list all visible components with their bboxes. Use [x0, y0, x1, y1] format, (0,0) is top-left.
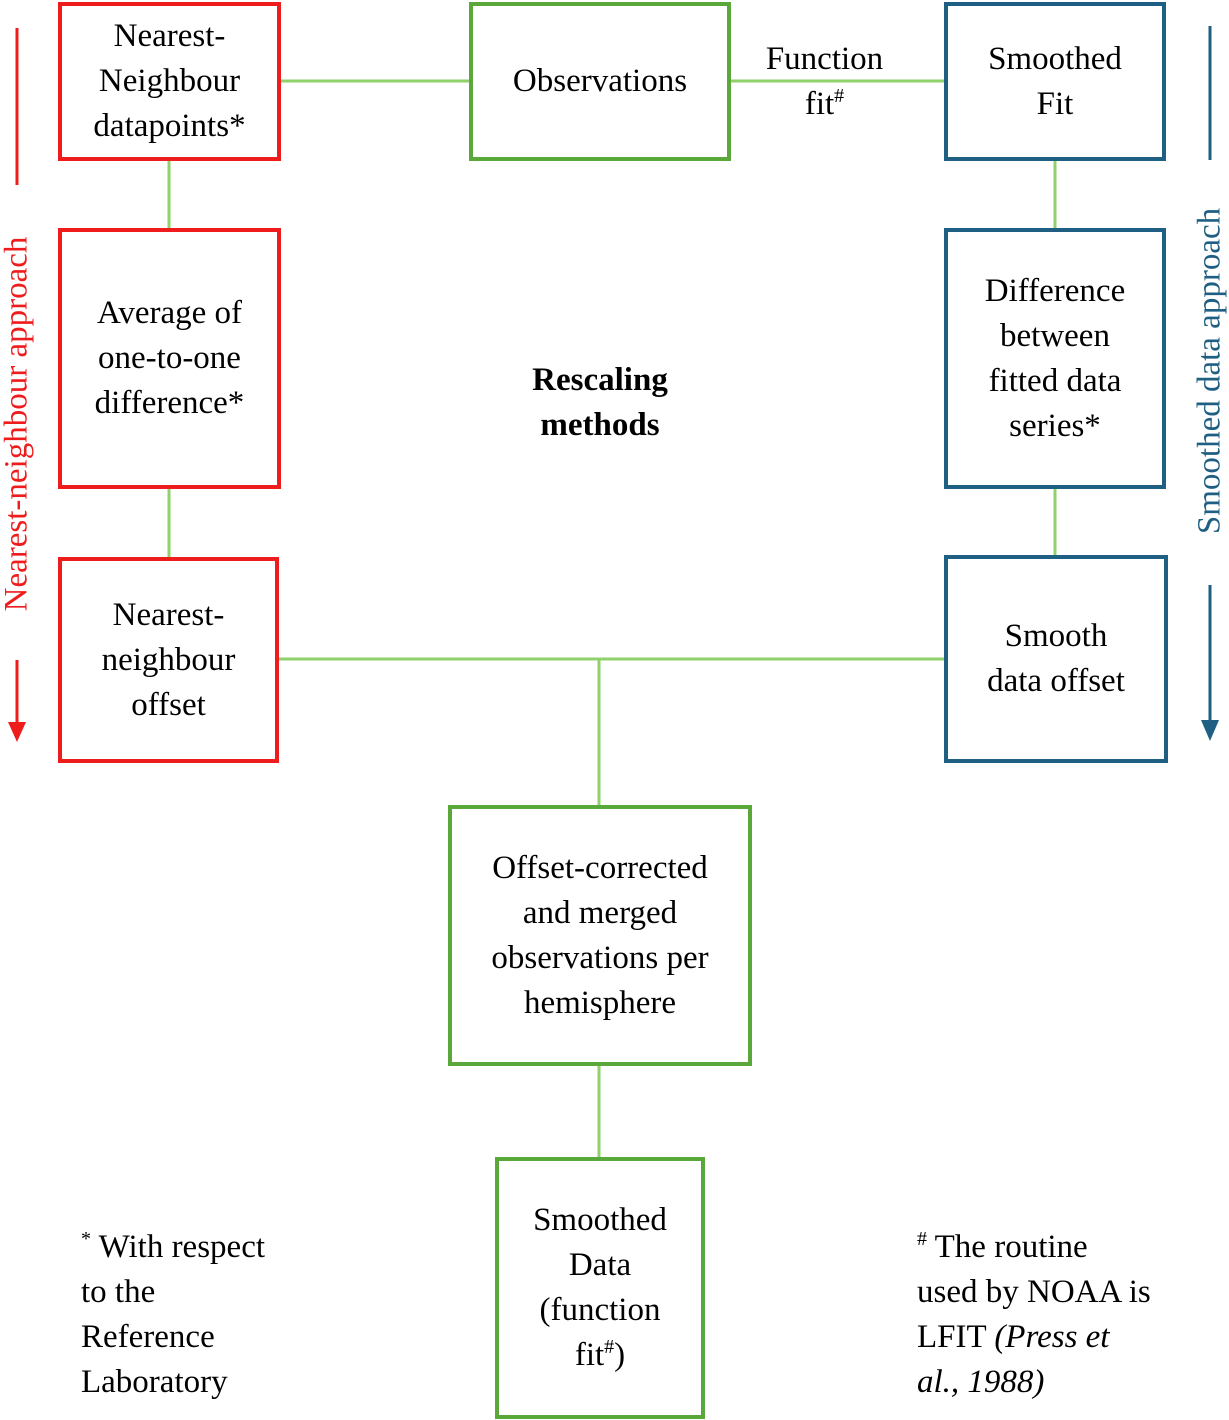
node-offset-corrected-merged: Offset-corrected and merged observations…	[448, 805, 752, 1066]
node-text: )	[614, 1337, 626, 1373]
node-line: Neighbour	[98, 63, 241, 99]
node-fitted-difference: Difference between fitted data series*	[944, 228, 1166, 489]
footnote-line: # The routine	[917, 1225, 1217, 1270]
center-title-line: methods	[540, 407, 660, 443]
node-line: fitted data	[988, 362, 1122, 399]
node-line: difference*	[94, 385, 245, 421]
footnote-line: * With respect	[81, 1225, 381, 1270]
node-line: data offset	[987, 663, 1125, 699]
edge-label-text: fit	[804, 86, 835, 122]
footnote-text: The routine	[927, 1229, 1088, 1265]
node-line: Nearest-	[113, 18, 226, 54]
footnote-text: LFIT	[917, 1319, 995, 1355]
node-line: (function	[539, 1292, 661, 1328]
node-smooth-data-offset: Smooth data offset	[944, 555, 1168, 763]
footnote-line: to the	[81, 1274, 156, 1310]
center-title: Rescaling methods	[470, 358, 730, 448]
footnote-line: LFIT (Press et	[917, 1315, 1217, 1360]
node-line: hemisphere	[523, 984, 677, 1021]
node-line: observations per	[491, 939, 709, 976]
node-line: Offset-corrected	[492, 849, 708, 886]
edge-label-function-fit: Function fit#	[737, 37, 912, 127]
node-line: Fit	[1036, 85, 1074, 122]
edge-label-line: fit#	[737, 82, 912, 127]
footnote-asterisk: * With respect to the Reference Laborato…	[81, 1225, 381, 1405]
edge-label-line: Function	[765, 41, 884, 77]
node-line: Average of	[96, 295, 243, 331]
center-title-line: Rescaling	[532, 362, 668, 398]
footnote-line: Reference	[81, 1319, 215, 1355]
hash-mark: #	[917, 1228, 927, 1250]
node-line: between	[1000, 317, 1110, 354]
left-arrow-head	[8, 722, 26, 742]
node-smoothed-data: Smoothed Data (function fit#)	[495, 1157, 705, 1419]
node-nearest-neighbour-datapoints: Nearest- Neighbour datapoints*	[58, 2, 281, 161]
node-line: Nearest-	[112, 596, 225, 633]
node-line: offset	[131, 686, 206, 723]
node-smoothed-fit: Smoothed Fit	[944, 2, 1166, 161]
side-label-nearest-neighbour: Nearest-neighbour approach	[0, 236, 35, 612]
citation-text: al., 1988)	[917, 1364, 1045, 1400]
right-arrow-head	[1201, 720, 1219, 741]
node-line: Difference	[984, 272, 1126, 309]
node-line: series*	[1009, 407, 1101, 444]
citation-text: (Press et	[994, 1319, 1110, 1355]
node-line: neighbour	[101, 641, 236, 678]
node-average-difference: Average of one-to-one difference*	[58, 228, 281, 489]
node-line: Smooth	[1004, 618, 1108, 654]
node-nearest-neighbour-offset: Nearest- neighbour offset	[58, 557, 279, 763]
node-line: fit#)	[533, 1333, 667, 1378]
footnote-text: With respect	[91, 1229, 266, 1265]
footnote-line: al., 1988)	[917, 1360, 1217, 1405]
node-text: fit	[574, 1337, 605, 1373]
side-label-smoothed-data: Smoothed data approach	[1191, 207, 1228, 535]
hash-mark: #	[834, 85, 845, 107]
node-line: one-to-one	[98, 340, 241, 376]
node-line: datapoints*	[93, 108, 246, 144]
node-line: Observations	[512, 63, 688, 99]
footnote-line: used by NOAA is	[917, 1274, 1151, 1310]
footnote-line: Laboratory	[81, 1364, 228, 1400]
node-observations: Observations	[469, 2, 731, 161]
node-line: Smoothed	[533, 1202, 667, 1238]
asterisk-mark: *	[81, 1228, 91, 1250]
hash-mark: #	[604, 1336, 615, 1358]
node-line: Data	[568, 1247, 632, 1283]
footnote-hash: # The routine used by NOAA is LFIT (Pres…	[917, 1225, 1217, 1405]
node-line: Smoothed	[988, 40, 1122, 77]
node-line: and merged	[522, 894, 678, 931]
